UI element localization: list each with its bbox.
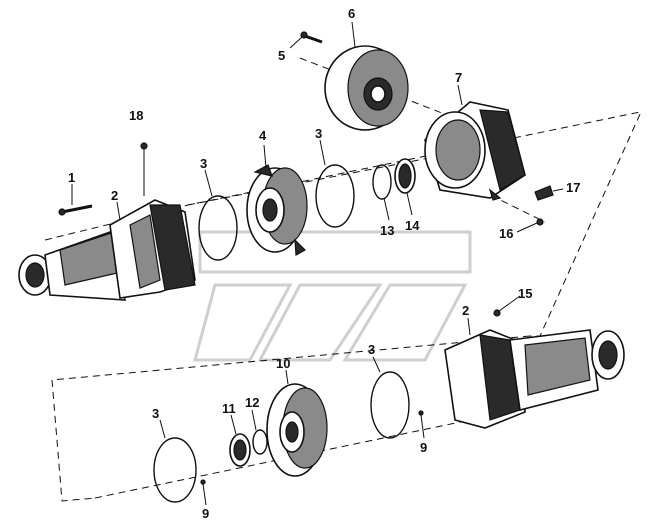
label-part-3-a: 3 — [200, 156, 207, 171]
label-part-9-a: 9 — [420, 440, 427, 455]
pump-part-6 — [324, 45, 409, 131]
pin-part-15 — [493, 309, 501, 317]
pin-part-9-b — [200, 479, 206, 485]
label-part-3-b: 3 — [315, 126, 322, 141]
pin-part-18 — [140, 142, 148, 196]
housing-part-2-upper — [18, 199, 196, 301]
bolt-part-1 — [58, 204, 93, 216]
plug-part-16 — [536, 218, 544, 226]
ring-part-12 — [252, 429, 268, 455]
carrier-part-4 — [246, 164, 308, 256]
label-part-7: 7 — [455, 70, 462, 85]
o-ring-part-3-c — [370, 371, 410, 439]
leader-lines — [71, 21, 564, 506]
label-part-1: 1 — [68, 170, 75, 185]
o-ring-part-3-b — [315, 164, 355, 228]
label-part-17: 17 — [566, 180, 580, 195]
housing-part-2-lower — [444, 329, 625, 429]
label-part-16: 16 — [499, 226, 513, 241]
label-part-10: 10 — [276, 356, 290, 371]
o-ring-part-3-d — [153, 437, 197, 503]
label-part-3-c: 3 — [368, 342, 375, 357]
watermark-logo — [193, 230, 472, 362]
label-part-3-d: 3 — [152, 406, 159, 421]
pin-part-9-a — [418, 410, 424, 416]
callout-labels: 1 2 3 4 3 5 6 7 13 14 16 17 18 15 2 10 3… — [68, 6, 580, 521]
bearing-part-11 — [229, 433, 251, 467]
label-part-11: 11 — [222, 401, 236, 416]
label-part-2-lower: 2 — [462, 303, 469, 318]
label-part-14: 14 — [405, 218, 420, 233]
carrier-part-10 — [266, 383, 328, 477]
housing-part-7 — [424, 101, 526, 201]
label-part-5: 5 — [278, 48, 285, 63]
label-part-18: 18 — [129, 108, 143, 123]
o-ring-part-3-a — [198, 195, 238, 261]
seal-part-14 — [394, 158, 416, 194]
spring-part-17 — [534, 185, 554, 201]
label-part-2-upper: 2 — [111, 188, 118, 203]
label-part-4: 4 — [259, 128, 267, 143]
label-part-9-b: 9 — [202, 506, 209, 521]
screw-part-5 — [300, 31, 323, 44]
snap-ring-part-13 — [372, 164, 392, 200]
label-part-6: 6 — [348, 6, 355, 21]
label-part-13: 13 — [380, 223, 394, 238]
label-part-12: 12 — [245, 395, 259, 410]
label-part-15: 15 — [518, 286, 532, 301]
